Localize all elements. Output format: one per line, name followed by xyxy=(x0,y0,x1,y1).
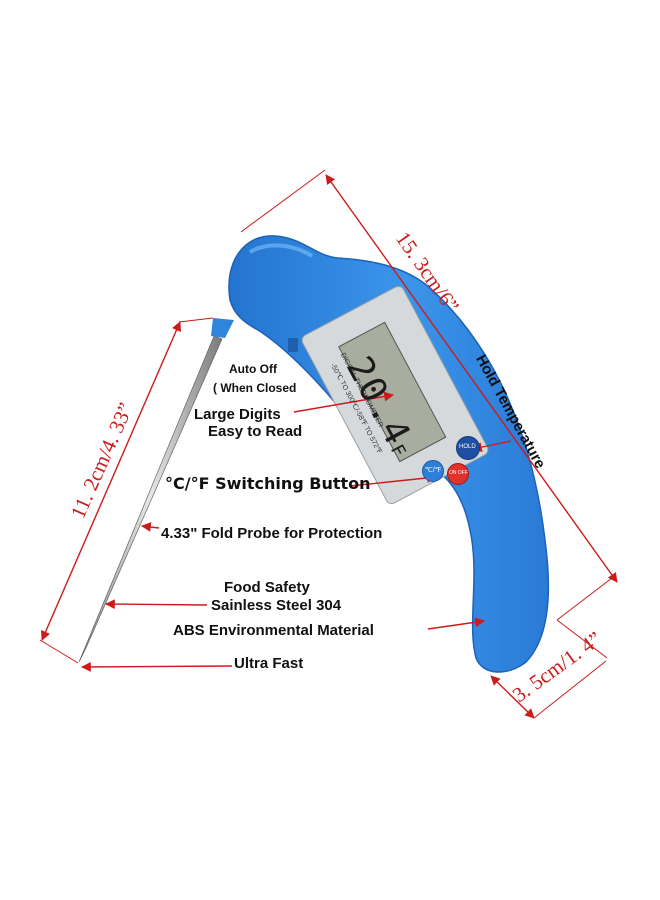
arrow-abs xyxy=(427,617,485,630)
label-stainless-steel: Sainless Steel 304 xyxy=(211,597,342,614)
probe-hinge xyxy=(211,318,234,338)
side-switch xyxy=(288,338,298,352)
label-food-safety: Food Safety xyxy=(224,579,310,596)
arrow-fold-probe xyxy=(141,522,160,532)
label-when-closed: ( When Closed xyxy=(213,381,297,395)
cf-button[interactable]: ℃/℉ xyxy=(422,460,444,482)
arrow-switching xyxy=(349,473,437,487)
label-large-digits: Large Digits xyxy=(194,406,281,423)
label-easy-to-read: Easy to Read xyxy=(208,423,303,440)
callout-arrows xyxy=(81,391,512,672)
label-fold-probe: 4.33" Fold Probe for Protection xyxy=(161,525,383,542)
hold-button[interactable]: HOLD xyxy=(456,436,480,460)
label-abs-material: ABS Environmental Material xyxy=(173,622,374,639)
arrow-ultra-fast xyxy=(81,662,233,672)
arrow-food-safety xyxy=(105,599,208,609)
arrow-large-digits xyxy=(293,391,394,413)
cf-button-label: ℃/℉ xyxy=(425,467,442,474)
power-button-label: ON OFF xyxy=(449,470,468,476)
label-auto-off: Auto Off xyxy=(229,362,277,376)
dimension-lines xyxy=(39,169,618,719)
hold-button-label: HOLD xyxy=(459,444,476,450)
label-ultra-fast: Ultra Fast xyxy=(234,655,304,672)
power-button[interactable]: ON OFF xyxy=(447,463,469,485)
label-switching-button: °C/°F Switching Button xyxy=(165,474,371,493)
